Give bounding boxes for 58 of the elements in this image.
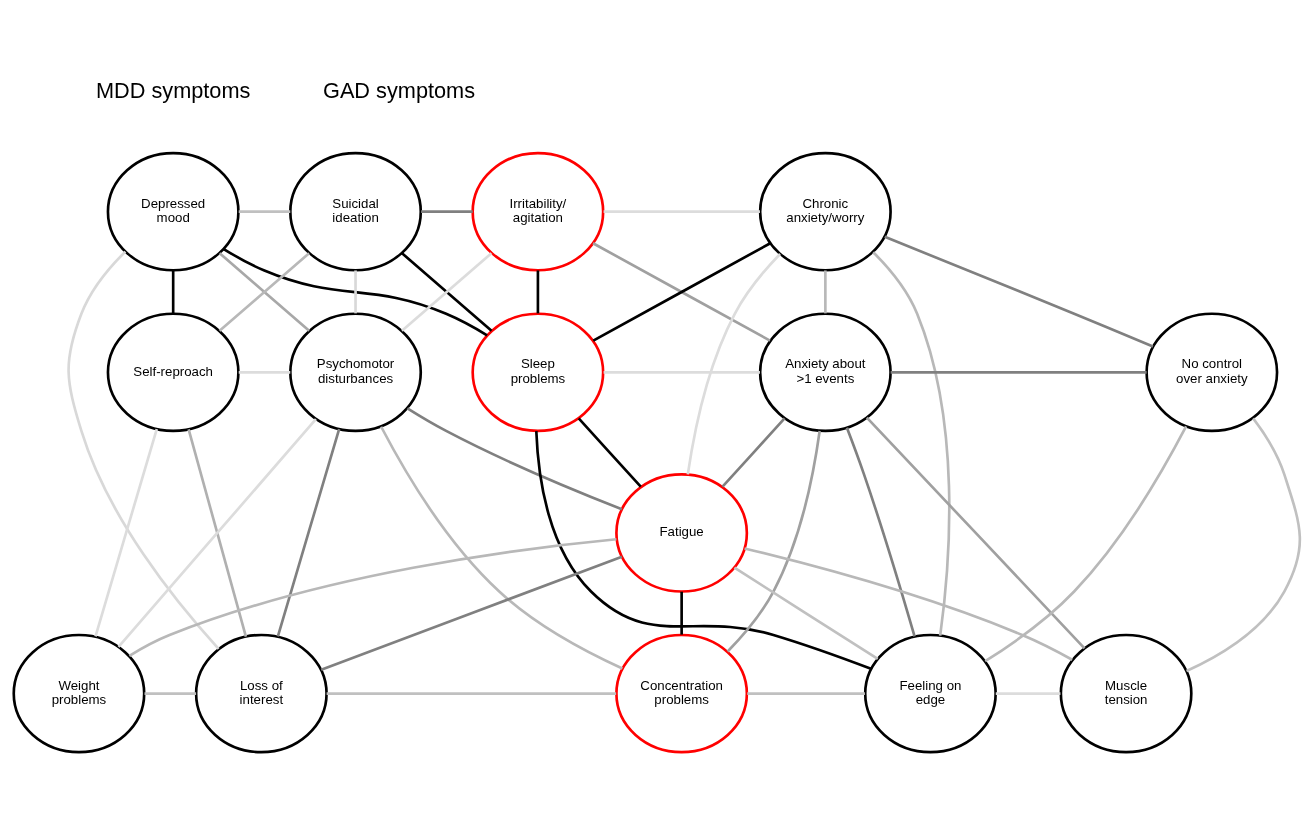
node-ellipse: Muscle tension bbox=[1059, 633, 1193, 753]
connector bbox=[421, 209, 473, 213]
connector bbox=[406, 406, 623, 510]
connector bbox=[223, 247, 488, 336]
connector bbox=[401, 251, 493, 332]
node-ellipse: Fatigue bbox=[615, 472, 749, 593]
connector bbox=[536, 269, 540, 313]
connector bbox=[171, 269, 175, 313]
connector bbox=[890, 370, 1147, 374]
connector bbox=[67, 250, 220, 650]
node-ellipse: Depressed mood bbox=[106, 151, 240, 272]
connector bbox=[721, 417, 786, 488]
connector bbox=[686, 252, 781, 475]
connector bbox=[984, 425, 1188, 662]
connector bbox=[824, 269, 827, 313]
node-ellipse: Feeling on edge bbox=[863, 633, 997, 753]
connector bbox=[577, 417, 642, 488]
connector bbox=[238, 209, 291, 213]
node-ellipse: Sleep problems bbox=[471, 311, 605, 432]
connector bbox=[1185, 417, 1302, 672]
node-ellipse: Anxiety about >1 events bbox=[758, 311, 892, 432]
connector bbox=[380, 425, 623, 670]
connector bbox=[117, 417, 317, 648]
node-ellipse: Irritability/ agitation bbox=[471, 151, 605, 272]
node-ellipse: No control over anxiety bbox=[1145, 311, 1279, 432]
node-ellipse: Concentration problems bbox=[615, 633, 749, 753]
connector bbox=[128, 537, 617, 657]
connector bbox=[326, 691, 617, 695]
connector bbox=[680, 591, 683, 635]
connector bbox=[747, 691, 865, 695]
connector bbox=[733, 566, 879, 660]
connector bbox=[995, 691, 1061, 695]
connector bbox=[603, 209, 760, 213]
connector bbox=[354, 269, 357, 313]
connector bbox=[276, 428, 341, 637]
connector bbox=[320, 554, 623, 671]
node-ellipse: Self-reproach bbox=[106, 311, 240, 432]
node-ellipse: Suicidal ideation bbox=[289, 151, 423, 272]
connector bbox=[744, 546, 1073, 661]
node-ellipse: Weight problems bbox=[12, 633, 146, 753]
connector bbox=[534, 430, 872, 670]
connector bbox=[218, 251, 310, 332]
connector bbox=[144, 691, 197, 695]
connector bbox=[238, 370, 291, 374]
connector bbox=[726, 430, 821, 652]
connector bbox=[872, 250, 951, 636]
connector bbox=[187, 428, 248, 637]
label: MDD symptoms bbox=[95, 77, 251, 103]
connector bbox=[884, 235, 1154, 348]
connector bbox=[845, 426, 916, 637]
node-ellipse: Psychomotor disturbances bbox=[289, 311, 423, 432]
node-ellipse: Chronic anxiety/worry bbox=[758, 151, 892, 272]
connector bbox=[94, 428, 159, 637]
connector bbox=[603, 370, 760, 374]
node-ellipse: Loss of interest bbox=[194, 633, 328, 753]
connector bbox=[865, 416, 1086, 649]
label: GAD symptoms bbox=[322, 77, 476, 103]
connector bbox=[592, 241, 771, 342]
